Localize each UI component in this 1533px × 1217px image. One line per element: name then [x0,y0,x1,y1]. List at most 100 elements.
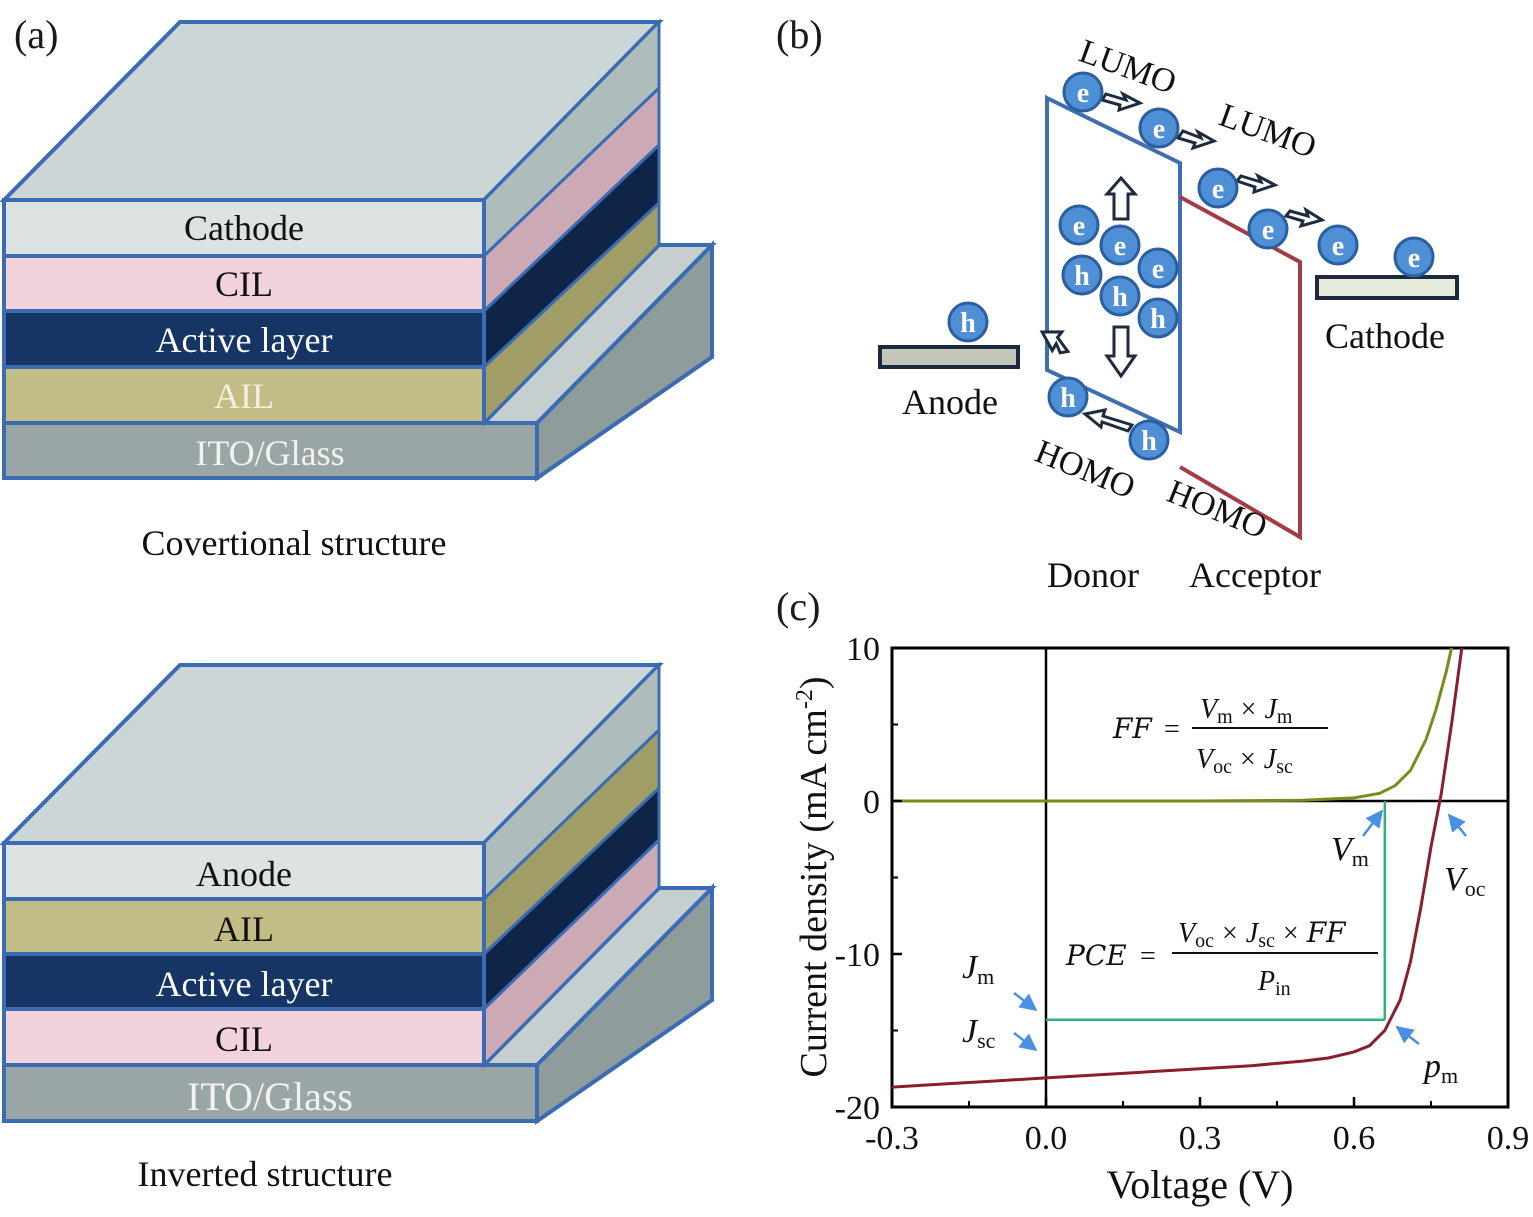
ail-layer [2,897,486,956]
pce-equals: = [1140,941,1156,972]
hole-5: h [1047,376,1089,418]
vm-label: Vm [1331,831,1369,871]
electron-5: e [1317,224,1359,266]
svg-text:e: e [1262,215,1274,246]
svg-text:h: h [1141,426,1157,457]
arrow-up [1103,175,1139,221]
arrow-lumo-3 [1234,172,1279,195]
y-tick-label: -10 [835,937,880,974]
arrow-lumo-2 [1175,128,1218,151]
cathode-label: Cathode [1325,316,1445,356]
conventional-layer-5-label: ITO/Glass [195,433,344,473]
ff-lhs: FF [1112,712,1153,745]
inverted-layer-4-label: CIL [215,1019,273,1059]
donor-homo-label: HOMO [1030,433,1140,506]
ito-glass-layer [2,1063,539,1123]
ff-equation: FF = Vm×Jm Voc×Jsc [1112,694,1328,778]
acceptor-band [1178,195,1302,541]
acceptor-lumo-label: LUMO [1214,97,1321,166]
jsc-pointer [1013,1032,1038,1052]
jm-pointer [1013,992,1038,1012]
anode-electrode [878,345,1020,369]
conventional-layer-3-label: Active layer [156,320,333,360]
inverted-caption: Inverted structure [138,1154,393,1194]
hole-2: h [1099,275,1141,317]
arrow-homo [1081,408,1135,433]
vm-pointer [1362,809,1384,837]
x-axis-title: Voltage (V) [1107,1162,1294,1207]
ito-glass-layer [2,421,539,480]
svg-text:Vm×Jm: Vm×Jm [1200,694,1293,728]
svg-text:e: e [1152,254,1164,285]
inverted-layer-3-label: Active layer [156,964,333,1004]
conventional-layer-1-label: Cathode [184,208,304,248]
y-axis-title-close: ) [793,677,835,690]
y-axis-title-main: Current density (mA cm [793,709,835,1077]
svg-text:Pin: Pin [1257,966,1291,1000]
y-axis-title-sup: -2 [792,689,818,709]
conventional-layer-2-label: CIL [215,264,273,304]
svg-text:e: e [1153,114,1165,145]
electron-2: e [1138,107,1180,149]
x-tick-label: 0.9 [1487,1120,1530,1157]
svg-text:e: e [1114,231,1126,262]
hole-6: h [1128,419,1170,461]
svg-text:e: e [1077,78,1089,109]
y-tick-label: -20 [835,1090,880,1127]
arrow-lumo-4 [1283,206,1326,229]
particles: e e e e e e e e e h h h h h h [947,71,1435,461]
inverted-layer-1-label: Anode [196,854,292,894]
x-tick-label: -0.3 [865,1120,919,1157]
acceptor-label: Acceptor [1189,555,1321,595]
electron-3: e [1197,167,1239,209]
energy-diagram: LUMO LUMO HOMO HOMO Donor Acceptor Anode… [878,33,1459,595]
arrow-down [1104,325,1138,379]
svg-text:Voc×Jsc: Voc×Jsc [1196,744,1293,778]
series-line-2 [892,647,1453,803]
series-layer [891,647,1464,1089]
panel-b-label: (b) [776,12,823,57]
hole-4: h [947,301,989,343]
inverted-layer-5-label: ITO/Glass [187,1074,353,1119]
anode-layer [2,841,486,901]
pce-equation: PCE = Voc×Jsc×FF Pin [1065,916,1378,1000]
electron-4: e [1247,208,1289,250]
tick-marks [890,646,1510,1109]
electron-6: e [1393,236,1435,278]
y-tick-label: 0 [863,784,880,821]
conventional-layer-4-label: AIL [214,376,274,416]
y-axis-title: Current density (mA cm-2) [792,677,835,1078]
svg-text:h: h [1060,383,1076,414]
donor-band [1045,94,1182,436]
hole-1: h [1061,254,1103,296]
svg-text:e: e [1408,243,1420,274]
pm-label: pm [1422,1048,1458,1088]
electron-8: e [1099,224,1141,266]
series-line-1 [891,647,1464,1089]
ff-equals: = [1164,714,1180,745]
donor-label: Donor [1047,555,1139,595]
pce-lhs: PCE [1065,939,1127,972]
ail-layer [2,365,486,425]
x-tick-label: 0.3 [1179,1120,1222,1157]
hole-3: h [1137,297,1179,339]
pointer-arrows [1013,809,1467,1052]
active-layer [2,952,486,1011]
mpp-lines [1046,801,1387,1022]
svg-text:e: e [1212,174,1224,205]
jsc-label: Jsc [962,1013,996,1053]
conventional-stack: Cathode CIL Active layer AIL ITO/Glass [0,18,717,482]
svg-text:Current density (mA cm-2): Current density (mA cm-2) [792,677,835,1078]
electron-1: e [1062,71,1104,113]
cathode-electrode [1315,275,1459,300]
panel-c-label: (c) [776,584,820,629]
electron-9: e [1137,247,1179,289]
svg-text:Voc×Jsc×FF: Voc×Jsc×FF [1178,916,1347,952]
inverted-layer-2-label: AIL [214,909,274,949]
cil-layer [2,254,486,313]
x-tick-label: 0.0 [1025,1120,1068,1157]
x-tick-label: 0.6 [1333,1120,1376,1157]
